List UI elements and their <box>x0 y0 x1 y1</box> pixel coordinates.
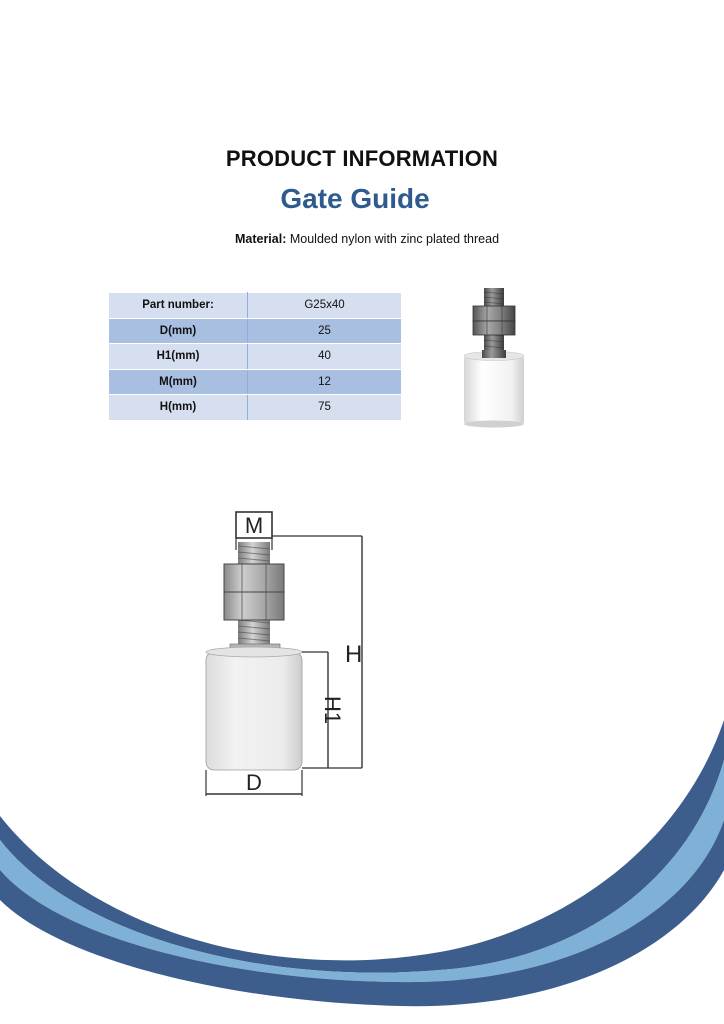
product-photo <box>463 288 525 428</box>
table-row: H(mm) 75 <box>108 394 402 421</box>
table-row: Part number: G25x40 <box>108 292 402 319</box>
spec-label: H(mm) <box>108 394 248 421</box>
spec-value: 12 <box>247 368 402 395</box>
label-m: M <box>245 513 263 538</box>
spec-label: Part number: <box>108 292 248 319</box>
spec-value: 40 <box>247 343 402 370</box>
spec-value: 25 <box>247 317 402 344</box>
material-label: Material: <box>234 232 287 246</box>
table-row: M(mm) 12 <box>108 368 402 395</box>
label-h1: H1 <box>320 696 345 724</box>
material-value: Moulded nylon with zinc plated thread <box>289 232 500 246</box>
table-row: H1(mm) 40 <box>108 343 402 370</box>
spec-table: Part number: G25x40 D(mm) 25 H1(mm) 40 M… <box>108 292 402 421</box>
material-line: Material: Moulded nylon with zinc plated… <box>0 232 724 246</box>
page-heading: PRODUCT INFORMATION <box>225 146 499 171</box>
spec-label: H1(mm) <box>108 343 248 370</box>
label-h: H <box>345 641 362 668</box>
table-row: D(mm) 25 <box>108 317 402 344</box>
product-title: Gate Guide <box>280 183 430 214</box>
dimension-diagram: M H1 H D <box>205 511 363 796</box>
footer-waves <box>0 720 724 1007</box>
spec-label: M(mm) <box>108 368 248 395</box>
spec-value: 75 <box>247 394 402 421</box>
spec-label: D(mm) <box>108 317 248 344</box>
spec-value: G25x40 <box>247 292 402 319</box>
label-d: D <box>246 770 262 795</box>
